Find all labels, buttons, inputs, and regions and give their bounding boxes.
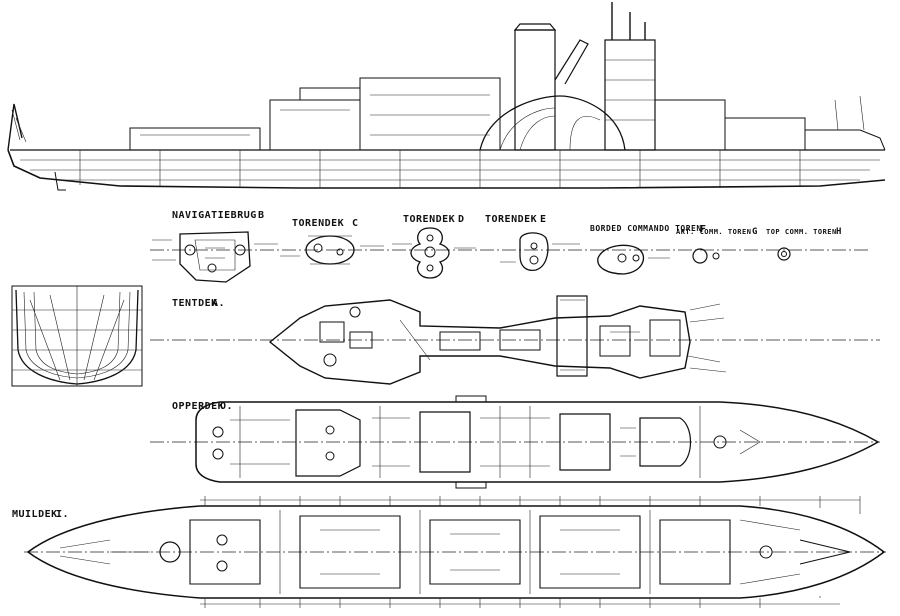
opperdek-label: OPPERDEK xyxy=(172,401,224,412)
art-comm-toren-label: ART. COMM. TOREN xyxy=(676,228,751,236)
tentdek-plan: TENTDEK A. xyxy=(150,295,880,385)
torendek-e-plan xyxy=(519,232,549,272)
navigatiebrug-letter: B xyxy=(258,210,265,221)
torendek-c-label: TORENDEK xyxy=(292,218,344,229)
muldek-plan: MUILDEK I. xyxy=(12,496,886,608)
torendek-e-letter: E xyxy=(540,214,547,225)
torendek-d-plan xyxy=(410,227,450,279)
muldek-outline xyxy=(26,505,886,599)
opperdek-letter: O. xyxy=(220,401,233,412)
torendek-d-letter: D xyxy=(458,214,465,225)
ship-profile-elevation xyxy=(7,2,886,191)
muldek-letter: I. xyxy=(56,509,69,520)
tower-level-plans: NAVIGATIEBRUG B TORENDEK C TORENDEK D TO… xyxy=(150,210,870,283)
top-comm-toren-letter: H xyxy=(836,227,842,237)
body-plan-sections xyxy=(11,285,143,387)
torendek-d-label: TORENDEK xyxy=(403,214,455,225)
top-comm-toren-label: TOP COMM. TOREN xyxy=(766,228,837,236)
top-comm-toren-plan xyxy=(777,247,791,261)
borded-commando-toren-letter: F xyxy=(700,224,707,235)
navigatiebrug-plan xyxy=(179,231,251,283)
art-comm-toren-letter: G xyxy=(752,227,758,237)
tentdek-label: TENTDEK xyxy=(172,298,218,309)
opperdek-outline xyxy=(195,401,880,483)
borded-commando-toren-label: BORDED COMMANDO TOREN xyxy=(590,224,702,233)
borded-commando-toren-plan xyxy=(597,244,645,275)
art-comm-toren-plan xyxy=(692,248,708,264)
opperdek-plan: OPPERDEK O. xyxy=(150,395,880,489)
torendek-c-letter: C xyxy=(352,218,359,229)
navigatiebrug-label: NAVIGATIEBRUG xyxy=(172,210,257,221)
tentdek-outline xyxy=(268,299,691,385)
muldek-label: MUILDEK xyxy=(12,509,58,520)
torendek-e-label: TORENDEK xyxy=(485,214,537,225)
tentdek-letter: A. xyxy=(212,298,225,309)
